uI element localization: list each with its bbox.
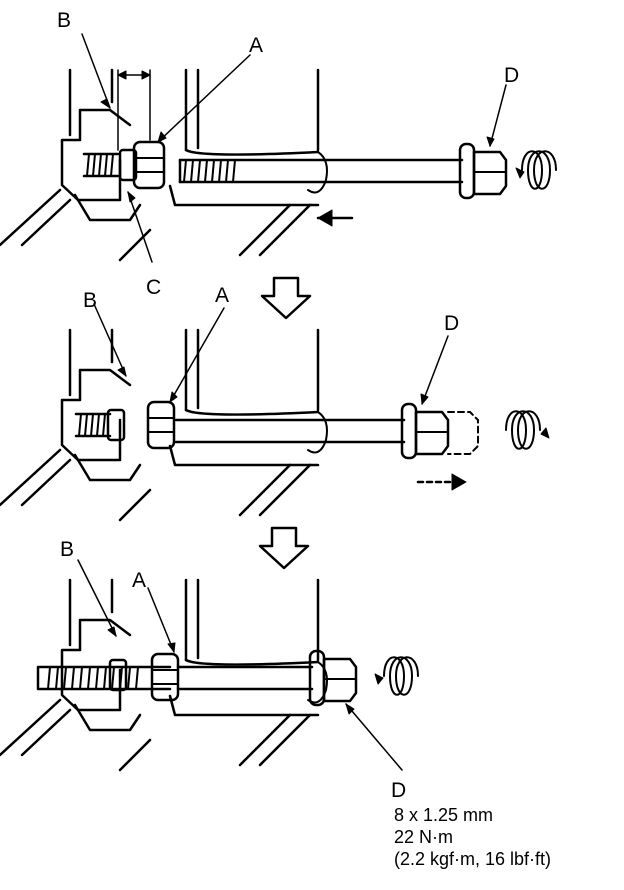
label-a-step2: A: [215, 284, 229, 307]
step-arrow-1: [260, 276, 312, 320]
bolt-size: 8 x 1.25 mm: [394, 805, 494, 825]
label-c-step1: C: [146, 276, 161, 299]
label-b-step1: B: [57, 9, 71, 32]
label-d-step1: D: [504, 64, 519, 87]
label-d-step2: D: [444, 312, 459, 335]
label-d-step3: D: [391, 779, 406, 802]
label-a-step1: A: [249, 34, 263, 57]
label-b-step3: B: [60, 538, 74, 561]
step3-panel: [0, 559, 419, 772]
torque-nm: 22 N·m: [394, 827, 454, 847]
torque-alt-units: (2.2 kgf·m, 16 lbf·ft): [394, 849, 552, 869]
step-arrow-2: [258, 526, 310, 570]
step1-panel: [0, 33, 557, 263]
torque-spec: 8 x 1.25 mm 22 N·m (2.2 kgf·m, 16 lbf·ft…: [394, 804, 551, 870]
step2-panel: [0, 303, 550, 522]
label-a-step3: A: [132, 569, 146, 592]
label-b-step2: B: [83, 289, 97, 312]
